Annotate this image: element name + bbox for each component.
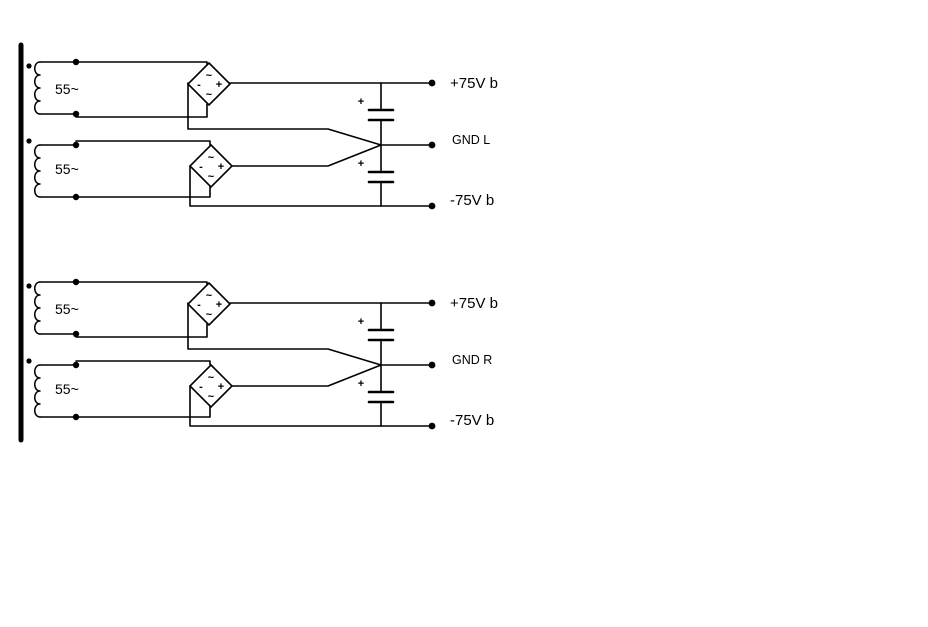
center-tap-wire xyxy=(187,302,382,366)
ac-feed-wire xyxy=(75,360,211,366)
filter-capacitor-positive: + xyxy=(358,96,395,122)
bridge-rectifier-outline xyxy=(186,61,232,107)
winding-phase-dot xyxy=(26,138,32,144)
bridge-minus-symbol: - xyxy=(197,299,201,311)
bridge-rectifier-outline xyxy=(188,363,234,409)
bridge-ac-symbol: ~ xyxy=(208,372,215,384)
output-terminal xyxy=(428,141,436,149)
secondary-voltage-label: 55~ xyxy=(55,161,79,177)
filter-capacitor-positive: + xyxy=(358,316,395,342)
negative-rail-wire xyxy=(189,165,433,207)
positive-output-label: +75V b xyxy=(450,75,498,92)
negative-output-label: -75V b xyxy=(450,412,494,429)
bridge-minus-symbol: - xyxy=(199,381,203,393)
bridge-plus-symbol: + xyxy=(218,161,224,173)
bridge-ac-symbol: ~ xyxy=(208,152,215,164)
output-terminal xyxy=(428,422,436,430)
capacitor-polarity-mark: + xyxy=(358,378,364,390)
winding-phase-dot xyxy=(26,283,32,289)
secondary-voltage-label: 55~ xyxy=(55,381,79,397)
secondary-voltage-label: 55~ xyxy=(55,81,79,97)
bridge-ac-symbol: ~ xyxy=(206,309,213,321)
center-tap-wire xyxy=(231,144,382,167)
center-tap-wire xyxy=(187,82,382,146)
negative-rail-wire xyxy=(189,385,433,427)
bridge-ac-symbol: ~ xyxy=(208,171,215,183)
positive-output-label: +75V b xyxy=(450,295,498,312)
bridge-rectifier-upper: ~ ~+ - xyxy=(186,281,232,327)
ground-output-label: GND L xyxy=(452,133,490,147)
output-terminal xyxy=(428,79,436,87)
junction-dot xyxy=(72,110,80,118)
bridge-minus-symbol: - xyxy=(199,161,203,173)
bridge-plus-symbol: + xyxy=(216,79,222,91)
junction-dot xyxy=(72,141,80,149)
bridge-plus-symbol: + xyxy=(216,299,222,311)
negative-output-label: -75V b xyxy=(450,192,494,209)
bridge-ac-symbol: ~ xyxy=(206,89,213,101)
capacitor-polarity-mark: + xyxy=(358,158,364,170)
ac-feed-wire xyxy=(75,405,211,418)
ac-feed-wire xyxy=(75,185,211,198)
capacitor-polarity-mark: + xyxy=(358,96,364,108)
bridge-ac-symbol: ~ xyxy=(206,290,213,302)
filter-capacitor-negative: + xyxy=(358,158,395,184)
junction-dot xyxy=(72,361,80,369)
output-terminal xyxy=(428,299,436,307)
ground-output-label: GND R xyxy=(452,353,492,367)
winding-phase-dot xyxy=(26,63,32,69)
secondary-winding-upper xyxy=(34,281,41,335)
ac-feed-wire xyxy=(75,61,208,67)
filter-capacitor-negative: + xyxy=(358,378,395,404)
bridge-rectifier-upper: ~ ~+ - xyxy=(186,61,232,107)
secondary-winding-lower xyxy=(34,144,41,198)
bridge-ac-symbol: ~ xyxy=(206,70,213,82)
center-tap-wire xyxy=(231,364,382,387)
ac-feed-wire xyxy=(75,140,211,146)
secondary-winding-upper xyxy=(34,61,41,115)
output-terminal xyxy=(428,202,436,210)
bridge-rectifier-lower: ~ ~+ - xyxy=(188,143,234,189)
bridge-rectifier-outline xyxy=(186,281,232,327)
bridge-plus-symbol: + xyxy=(218,381,224,393)
secondary-winding-lower xyxy=(34,364,41,418)
secondary-voltage-label: 55~ xyxy=(55,301,79,317)
capacitor-polarity-mark: + xyxy=(358,316,364,328)
bridge-rectifier-lower: ~ ~+ - xyxy=(188,363,234,409)
junction-dot xyxy=(72,330,80,338)
bridge-ac-symbol: ~ xyxy=(208,391,215,403)
ac-feed-wire xyxy=(75,323,208,338)
ac-feed-wire xyxy=(75,281,208,287)
ac-feed-wire xyxy=(75,103,208,118)
bridge-rectifier-outline xyxy=(188,143,234,189)
output-terminal xyxy=(428,361,436,369)
bridge-minus-symbol: - xyxy=(197,79,201,91)
winding-phase-dot xyxy=(26,358,32,364)
